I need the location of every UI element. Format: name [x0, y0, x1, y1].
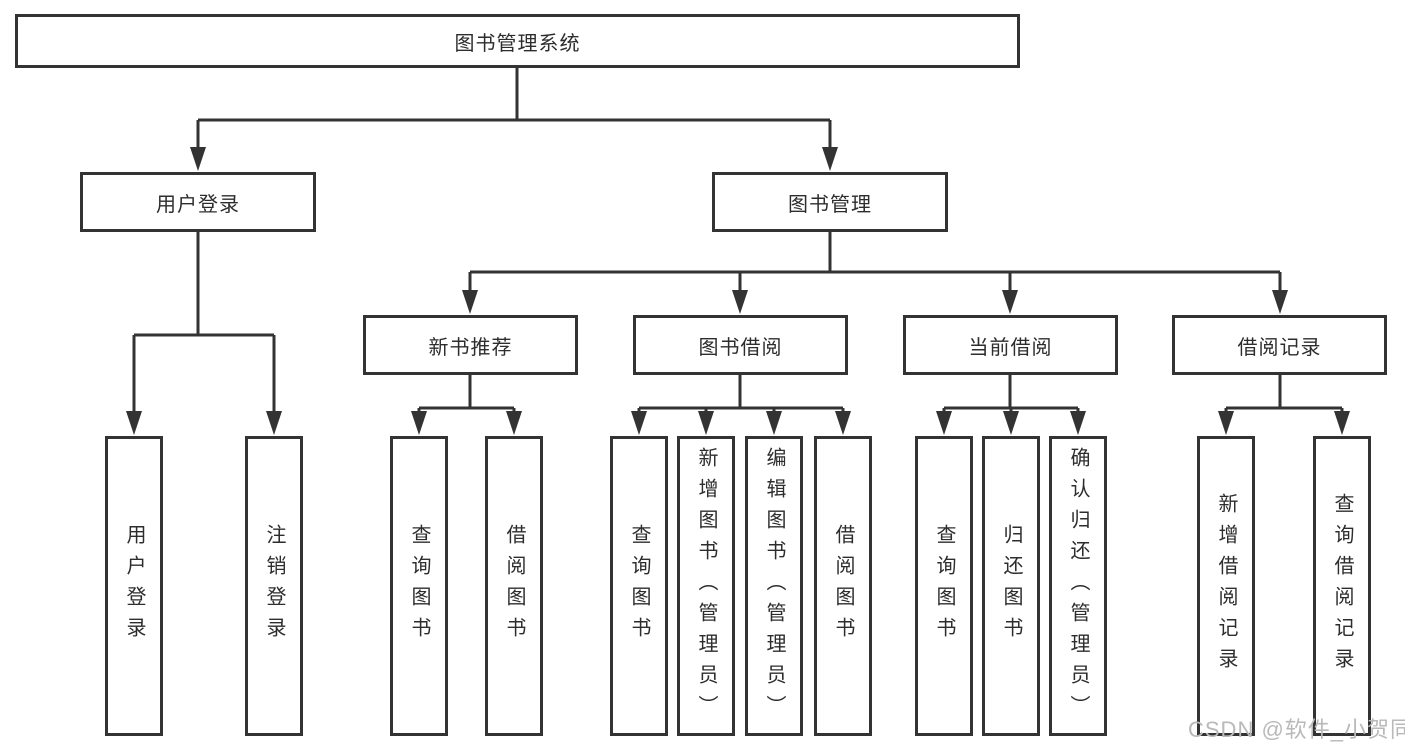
node-label: 借阅记录: [1237, 336, 1322, 359]
node-label: 当前借阅: [968, 336, 1053, 359]
leaf-label: 确认归还（管理员）: [1067, 446, 1089, 726]
leaf-label: 用户登录: [123, 524, 145, 648]
leaf-query-books-1: 查询图书: [390, 436, 448, 736]
node-new-books: 新书推荐: [363, 315, 578, 375]
arrow-down-icon: [1272, 290, 1288, 314]
node-book-borrow: 图书借阅: [633, 315, 848, 375]
leaf-borrow-books-2: 借阅图书: [814, 436, 872, 736]
arrow-down-icon: [835, 411, 851, 435]
arrow-down-icon: [732, 290, 748, 314]
leaf-add-book-admin: 新增图书（管理员）: [677, 436, 735, 736]
leaf-label: 查询图书: [933, 524, 955, 648]
edge-new-books: [417, 375, 516, 412]
leaf-label: 归还图书: [1000, 524, 1022, 648]
arrow-down-icon: [1070, 411, 1086, 435]
leaf-label: 编辑图书（管理员）: [763, 446, 785, 726]
node-user-login: 用户登录: [80, 172, 316, 232]
edge-borrow-records: [1224, 375, 1344, 412]
node-borrow-records: 借阅记录: [1172, 315, 1387, 375]
leaf-borrow-books-1: 借阅图书: [485, 436, 543, 736]
leaf-logout: 注销登录: [245, 436, 303, 736]
node-label: 新书推荐: [428, 336, 513, 359]
node-root-system: 图书管理系统: [15, 14, 1020, 68]
node-label: 图书管理系统: [454, 32, 581, 55]
leaf-query-borrow-record: 查询借阅记录: [1313, 436, 1371, 736]
leaf-label: 注销登录: [263, 524, 285, 648]
arrow-down-icon: [266, 411, 282, 435]
node-label: 用户登录: [156, 193, 240, 216]
leaf-query-books-3: 查询图书: [915, 436, 973, 736]
arrow-down-icon: [1003, 411, 1019, 435]
leaf-add-borrow-record: 新增借阅记录: [1197, 436, 1255, 736]
arrow-down-icon: [411, 411, 427, 435]
leaf-label: 新增图书（管理员）: [695, 446, 717, 726]
arrow-down-icon: [822, 147, 838, 171]
leaf-return-book: 归还图书: [982, 436, 1040, 736]
edge-book-management: [468, 232, 1282, 291]
arrow-down-icon: [766, 411, 782, 435]
node-label: 图书借阅: [698, 336, 783, 359]
leaf-edit-book-admin: 编辑图书（管理员）: [745, 436, 803, 736]
leaf-label: 借阅图书: [832, 524, 854, 648]
leaf-label: 查询借阅记录: [1331, 493, 1353, 679]
leaf-confirm-return-admin: 确认归还（管理员）: [1049, 436, 1107, 736]
arrow-down-icon: [631, 411, 647, 435]
leaf-label: 借阅图书: [503, 524, 525, 648]
edge-book-borrow: [637, 375, 845, 412]
node-label: 图书管理: [788, 193, 872, 216]
arrow-down-icon: [1218, 411, 1234, 435]
csdn-watermark: CSDN @软件_小贺同学: [1188, 717, 1405, 742]
edge-root: [196, 68, 832, 148]
arrow-down-icon: [936, 411, 952, 435]
arrow-down-icon: [506, 411, 522, 435]
leaf-label: 查询图书: [408, 524, 430, 648]
arrow-down-icon: [190, 147, 206, 171]
leaf-query-books-2: 查询图书: [610, 436, 668, 736]
leaf-label: 新增借阅记录: [1215, 493, 1237, 679]
arrow-down-icon: [126, 411, 142, 435]
arrow-down-icon: [1002, 290, 1018, 314]
edge-current-borrow: [942, 375, 1080, 412]
arrow-down-icon: [698, 411, 714, 435]
arrow-down-icon: [1334, 411, 1350, 435]
node-current-borrow: 当前借阅: [903, 315, 1118, 375]
leaf-label: 查询图书: [628, 524, 650, 648]
leaf-user-login: 用户登录: [105, 436, 163, 736]
node-book-management: 图书管理: [712, 172, 948, 232]
edge-user-login: [132, 232, 276, 412]
arrow-down-icon: [462, 290, 478, 314]
